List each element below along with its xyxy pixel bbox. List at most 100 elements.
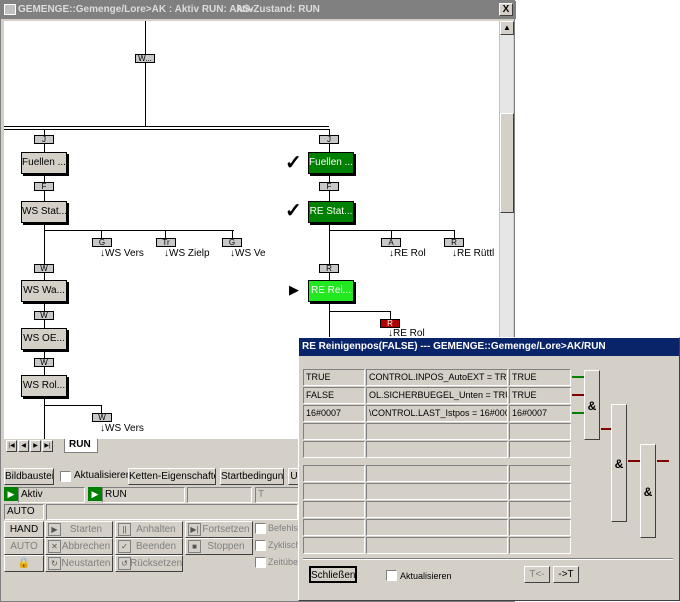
zyklisch-checkbox[interactable] [255, 540, 266, 551]
empty-cell [366, 423, 508, 440]
run-field: RUN [102, 487, 185, 503]
startbedingung-button[interactable]: Startbedingung [220, 468, 284, 485]
stoppen-button[interactable]: ■Stoppen [185, 538, 253, 555]
vertical-scrollbar[interactable]: ▲ ▼ [499, 21, 514, 439]
scroll-thumb[interactable] [500, 113, 514, 213]
step-left-ws-stat[interactable]: WS Stat... [21, 201, 67, 223]
row-result: TRUE [509, 387, 571, 404]
transition-top[interactable]: W... [135, 54, 155, 63]
step-left-ws-rol[interactable]: WS Rol... [21, 375, 67, 397]
empty-cell [366, 441, 508, 458]
row-value: 16#0007 [303, 405, 365, 422]
as-state-text: AS-Zustand: RUN [236, 4, 320, 15]
row-value: FALSE [303, 387, 365, 404]
aktualisieren-checkbox[interactable] [60, 471, 71, 482]
step-left-fuellen[interactable]: Fuellen ... [21, 152, 67, 174]
transition-right-2[interactable]: F [319, 182, 339, 191]
empty-cell [303, 465, 365, 482]
transition-ws-ve[interactable]: G [222, 238, 242, 247]
transition-left-4[interactable]: W [34, 311, 54, 320]
check-mark-icon: ✓ [285, 200, 302, 222]
empty-cell [509, 519, 571, 536]
auto-status-field: AUTO [4, 504, 44, 520]
empty-cell [509, 537, 571, 554]
transition-right-3[interactable]: R [319, 264, 339, 273]
transition-left-5[interactable]: W [34, 358, 54, 367]
row-result: 16#0007 [509, 405, 571, 422]
zyklisch-label: Zyklisch [268, 540, 301, 550]
step-right-re-rei[interactable]: RE Rei... [308, 280, 354, 302]
prev-transition-button[interactable]: T<- [524, 566, 550, 583]
starten-button[interactable]: ▶Starten [45, 521, 113, 538]
neustarten-button[interactable]: ↻Neustarten [45, 555, 113, 572]
auto-button[interactable]: AUTO [4, 538, 44, 555]
transition-detail-dialog: RE Reinigenpos(FALSE) --- GEMENGE::Gemen… [298, 337, 680, 601]
refresh-label: Aktualisieren [400, 571, 452, 581]
branch-label-ws-vers: ↓WS Vers [100, 248, 144, 259]
close-icon[interactable]: X [499, 3, 513, 16]
close-button[interactable]: Schließen [309, 566, 357, 583]
zeituber-checkbox[interactable] [255, 557, 266, 568]
lock-button[interactable]: 🔒 [4, 555, 44, 572]
mode-field: Aktiv [18, 487, 85, 503]
transition-left-2[interactable]: F [34, 182, 54, 191]
empty-field [187, 487, 252, 503]
zeituber-label: Zeitüber [268, 557, 302, 567]
refresh-checkbox[interactable] [386, 570, 397, 581]
empty-cell [509, 441, 571, 458]
empty-cell [303, 519, 365, 536]
play-icon: ▶ [88, 487, 102, 501]
empty-cell [366, 483, 508, 500]
check-mark-icon: ✓ [285, 152, 302, 174]
main-title-text: GEMENGE::Gemenge/Lore>AK : Aktiv RUN: Ak… [18, 4, 254, 15]
app-icon [4, 4, 16, 15]
empty-cell [509, 423, 571, 440]
hand-button[interactable]: HAND [4, 521, 44, 538]
empty-cell [303, 501, 365, 518]
transition-right-1[interactable]: J [319, 135, 339, 144]
empty-cell [303, 537, 365, 554]
befehl-checkbox[interactable] [255, 523, 266, 534]
branch-label-ws-zielp: ↓WS Zielp [164, 248, 210, 259]
transition-ws-zielp[interactable]: Tr [156, 238, 176, 247]
beenden-button[interactable]: ✓Beenden [115, 538, 183, 555]
aktualisieren-label: Aktualisieren [74, 470, 132, 481]
step-right-fuellen[interactable]: Fuellen ... [308, 152, 354, 174]
next-transition-button[interactable]: ->T [553, 566, 579, 583]
ketten-eigenschaften-button[interactable]: Ketten-Eigenschaften [128, 468, 216, 485]
scroll-up-icon[interactable]: ▲ [500, 21, 514, 35]
tab-nav-next-icon[interactable]: ▶ [30, 440, 41, 452]
transition-left-1[interactable]: J [34, 135, 54, 144]
step-left-ws-wa[interactable]: WS Wa... [21, 280, 67, 302]
empty-cell [366, 465, 508, 482]
anhalten-button[interactable]: ||Anhalten [115, 521, 183, 538]
ruecksetzen-button[interactable]: ↺Rücksetzen [115, 555, 183, 572]
transition-left-3[interactable]: W [34, 264, 54, 273]
abbrechen-button[interactable]: ✕Abbrechen [45, 538, 113, 555]
tab-nav-first-icon[interactable]: |◀ [6, 440, 17, 452]
branch-label-ws-ve: ↓WS Ve [230, 248, 266, 259]
dialog-title-bar: RE Reinigenpos(FALSE) --- GEMENGE::Gemen… [299, 338, 679, 356]
transition-ws-vers[interactable]: G [92, 238, 112, 247]
branch-label-re-ruettl: ↓RE Rüttl [452, 248, 495, 259]
step-right-re-stat[interactable]: RE Stat... [308, 201, 354, 223]
step-left-ws-oe[interactable]: WS OE... [21, 328, 67, 350]
empty-cell [366, 519, 508, 536]
tab-nav-prev-icon[interactable]: ◀ [18, 440, 29, 452]
empty-cell [303, 441, 365, 458]
tab-run[interactable]: RUN [64, 439, 98, 453]
transition-re-ruettl[interactable]: R [444, 238, 464, 247]
branch-label-ws-vers-2: ↓WS Vers [100, 423, 144, 434]
auto-status-bar [46, 504, 298, 520]
transition-active-red[interactable]: R [380, 319, 400, 328]
fortsetzen-button[interactable]: ▶|Fortsetzen [185, 521, 253, 538]
tab-nav-last-icon[interactable]: ▶| [42, 440, 53, 452]
and-gate-1: & [584, 370, 600, 440]
empty-cell [509, 483, 571, 500]
bildbaustein-button[interactable]: Bildbaustein [4, 468, 54, 485]
active-step-marker-icon: ▶ [289, 282, 299, 297]
befehl-label: Befehls [268, 523, 299, 533]
transition-re-rol[interactable]: A [381, 238, 401, 247]
transition-ws-vers-2[interactable]: W [92, 413, 112, 422]
and-gate-2: & [611, 404, 627, 522]
